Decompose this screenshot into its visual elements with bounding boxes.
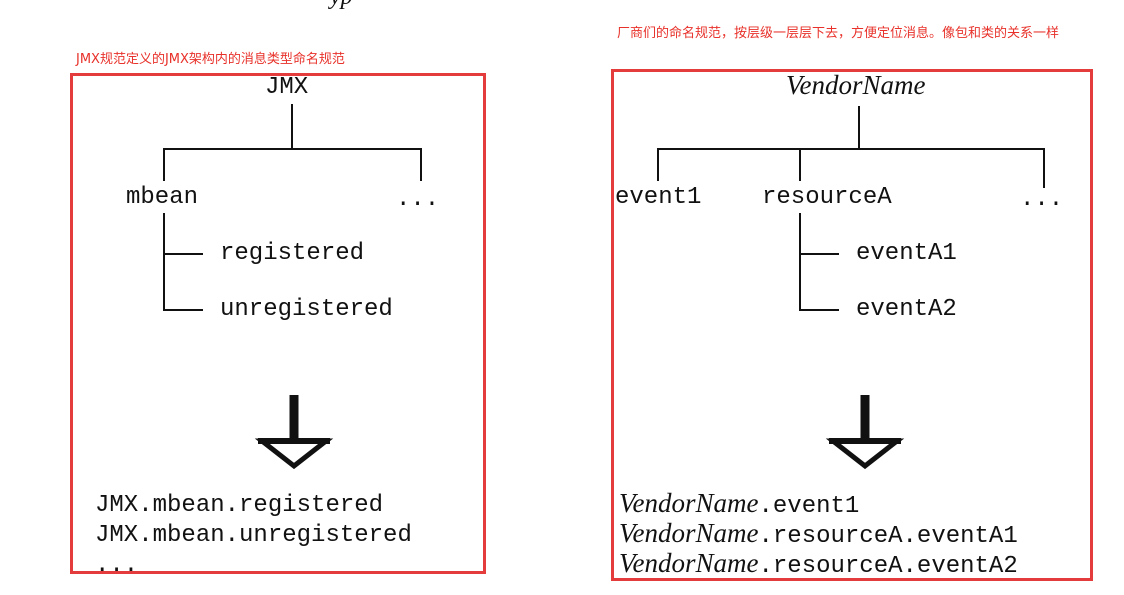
right-leaf-eventA2: eventA2 [856, 296, 957, 323]
right-branch-drop-3 [1043, 148, 1045, 188]
right-leaf-tick-2 [799, 309, 839, 311]
right-leaf-stem [799, 213, 801, 311]
right-branch-bar [657, 148, 1045, 150]
vendor-name-part: VendorName [619, 488, 759, 518]
vendor-name-part: VendorName [619, 518, 759, 548]
left-child-ellipsis: ... [396, 186, 440, 213]
event-path-part: .resourceA.eventA1 [758, 523, 1018, 550]
right-annotation: 厂商们的命名规范，按层级一层层下去，方便定位消息。像包和类的关系一样 [617, 26, 1060, 41]
right-down-arrow-icon [825, 395, 905, 470]
right-child-event1: event1 [615, 184, 702, 211]
left-branch-drop-2 [420, 148, 422, 181]
left-result-2: JMX.mbean.unregistered [95, 522, 412, 549]
vendor-name-part: VendorName [619, 548, 759, 578]
left-result-ellipsis: ... [95, 552, 139, 571]
left-branch-drop-1 [163, 148, 165, 181]
left-result-1: JMX.mbean.registered [95, 492, 384, 519]
left-child-mbean: mbean [126, 184, 199, 211]
right-branch-drop-2 [799, 148, 801, 181]
right-result-2: VendorName.resourceA.eventA1 [619, 518, 1018, 550]
left-leaf-tick-1 [163, 253, 203, 255]
top-cropped-text: yp [330, 0, 353, 11]
right-child-ellipsis: ... [1020, 186, 1064, 213]
right-root-node: VendorName [786, 70, 926, 100]
left-root-stem [291, 104, 293, 149]
right-result-1: VendorName.event1 [619, 488, 859, 520]
right-leaf-tick-1 [799, 253, 839, 255]
right-branch-drop-1 [657, 148, 659, 181]
left-root-node: JMX [265, 74, 309, 101]
right-leaf-eventA1: eventA1 [856, 240, 957, 267]
left-annotation: JMX规范定义的JMX架构内的消息类型命名规范 [76, 52, 345, 67]
left-down-arrow-icon [254, 395, 334, 470]
left-branch-bar [163, 148, 422, 150]
right-frame [611, 69, 1093, 581]
right-result-3: VendorName.resourceA.eventA2 [619, 548, 1018, 580]
right-root-stem [858, 106, 860, 149]
right-child-resourceA: resourceA [762, 184, 892, 211]
event-path-part: .event1 [758, 493, 860, 520]
left-leaf-unregistered: unregistered [220, 296, 393, 323]
left-leaf-stem [163, 213, 165, 311]
left-frame [70, 73, 486, 574]
event-path-part: .resourceA.eventA2 [758, 553, 1018, 580]
left-leaf-tick-2 [163, 309, 203, 311]
left-leaf-registered: registered [220, 240, 365, 267]
